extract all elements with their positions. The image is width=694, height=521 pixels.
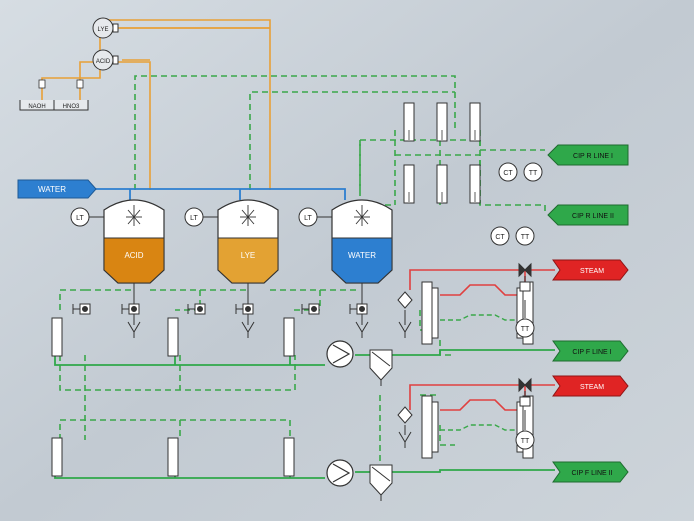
supply-pump-2[interactable] bbox=[326, 459, 354, 487]
supply-temperature-2[interactable]: TT bbox=[515, 410, 535, 450]
valve-icon[interactable] bbox=[349, 303, 368, 315]
water-tank[interactable]: WATER bbox=[331, 199, 393, 284]
matrix-valve[interactable] bbox=[167, 437, 179, 477]
tank-valves bbox=[72, 303, 368, 315]
acid-dosing-pump: ACID bbox=[92, 49, 119, 71]
matrix-valve[interactable] bbox=[403, 164, 415, 204]
hno3-drum-label: HNO3 bbox=[63, 104, 80, 110]
conductivity-transmitter-icon: CT bbox=[503, 170, 513, 177]
steam-2-connector[interactable]: STEAM bbox=[552, 375, 629, 397]
matrix-valve[interactable] bbox=[469, 164, 481, 204]
supply-pump-1[interactable] bbox=[326, 340, 354, 368]
acid-pump-label: ACID bbox=[96, 59, 111, 65]
filter-icon bbox=[371, 466, 391, 482]
matrix-valve[interactable] bbox=[167, 317, 179, 357]
pump-icon bbox=[332, 463, 351, 483]
lye-dosing-pump: LYE bbox=[92, 17, 119, 39]
steam-1-label: STEAM bbox=[580, 268, 604, 275]
steam-valve-2[interactable] bbox=[518, 377, 532, 407]
water-level-transmitter[interactable]: LT bbox=[298, 207, 332, 227]
cip-f-line-1-label: CIP F LINE I bbox=[572, 349, 611, 356]
conductivity-transmitter-icon: CT bbox=[495, 234, 505, 241]
return-conductivity-2[interactable]: CT bbox=[490, 226, 510, 246]
level-transmitter-icon: LT bbox=[76, 215, 84, 222]
cip-f-line-2-label: CIP F LINE II bbox=[571, 470, 612, 477]
matrix-valve[interactable] bbox=[283, 317, 295, 357]
matrix-valve[interactable] bbox=[51, 317, 63, 357]
steam-1-connector[interactable]: STEAM bbox=[552, 259, 629, 281]
acid-level-transmitter[interactable]: LT bbox=[70, 207, 104, 227]
cip-r-line-1-connector[interactable]: CIP R LINE I bbox=[547, 144, 629, 166]
lye-level-transmitter[interactable]: LT bbox=[184, 207, 218, 227]
matrix-valve-dots bbox=[408, 130, 476, 202]
acid-lye-feed bbox=[120, 27, 270, 61]
spray-ball-icon bbox=[354, 205, 370, 226]
return-temperature-1[interactable]: TT bbox=[523, 162, 543, 182]
water-line bbox=[95, 188, 346, 200]
water-inlet-connector[interactable]: WATER bbox=[17, 179, 97, 199]
matrix-valve[interactable] bbox=[403, 102, 415, 142]
drains bbox=[127, 310, 412, 448]
lye-tank-label: LYE bbox=[241, 251, 256, 260]
acid-tank-label: ACID bbox=[124, 251, 143, 260]
spray-ball-icon bbox=[240, 205, 256, 226]
level-transmitter-icon: LT bbox=[304, 215, 312, 222]
cip-r-line-2-label: CIP R LINE II bbox=[572, 213, 614, 220]
temperature-transmitter-icon: TT bbox=[521, 438, 530, 445]
valve-icon[interactable] bbox=[187, 303, 206, 315]
valve-icon[interactable] bbox=[121, 303, 140, 315]
filter-icon bbox=[371, 351, 391, 367]
lye-tank[interactable]: LYE bbox=[217, 199, 279, 284]
return-conductivity-1[interactable]: CT bbox=[498, 162, 518, 182]
water-tank-label: WATER bbox=[348, 251, 376, 260]
temperature-transmitter-icon: TT bbox=[521, 234, 530, 241]
steam-trap-icon[interactable] bbox=[397, 406, 413, 424]
steam-valve-1[interactable] bbox=[518, 262, 532, 292]
cip-f-line-2-connector[interactable]: CIP F LINE II bbox=[552, 461, 629, 483]
steam-2-label: STEAM bbox=[580, 384, 604, 391]
cip-r-line-2-connector[interactable]: CIP R LINE II bbox=[547, 204, 629, 226]
matrix-valve[interactable] bbox=[283, 437, 295, 477]
level-transmitter-icon: LT bbox=[190, 215, 198, 222]
acid-tank[interactable]: ACID bbox=[103, 199, 165, 284]
cip-f-line-1-connector[interactable]: CIP F LINE I bbox=[552, 340, 629, 362]
steam-traps bbox=[397, 291, 413, 424]
chemical-drums: NAOH HNO3 bbox=[19, 79, 89, 111]
lye-pump-label: LYE bbox=[98, 27, 109, 33]
pump-icon bbox=[332, 344, 351, 364]
cip-r-line-1-label: CIP R LINE I bbox=[573, 153, 613, 160]
matrix-valve[interactable] bbox=[436, 164, 448, 204]
steam-trap-icon[interactable] bbox=[397, 291, 413, 309]
matrix-valve[interactable] bbox=[469, 102, 481, 142]
valve-icon[interactable] bbox=[301, 303, 320, 315]
naoh-drum-label: NAOH bbox=[28, 104, 45, 110]
valve-matrix-upper bbox=[403, 102, 481, 204]
filter-2[interactable] bbox=[369, 464, 393, 501]
matrix-valve[interactable] bbox=[51, 437, 63, 477]
water-inlet-label: WATER bbox=[38, 185, 66, 194]
supply-temperature-1[interactable]: TT bbox=[515, 300, 535, 338]
return-temperature-2[interactable]: TT bbox=[515, 226, 535, 246]
valve-matrix-lower bbox=[51, 317, 295, 477]
filter-1[interactable] bbox=[369, 349, 393, 386]
hx-inner-lines bbox=[440, 314, 520, 431]
temperature-transmitter-icon: TT bbox=[521, 326, 530, 333]
temperature-transmitter-icon: TT bbox=[529, 170, 538, 177]
valve-icon[interactable] bbox=[72, 303, 91, 315]
heat-exchanger-1[interactable] bbox=[421, 281, 534, 345]
spray-ball-icon bbox=[126, 205, 142, 226]
matrix-valve[interactable] bbox=[436, 102, 448, 142]
